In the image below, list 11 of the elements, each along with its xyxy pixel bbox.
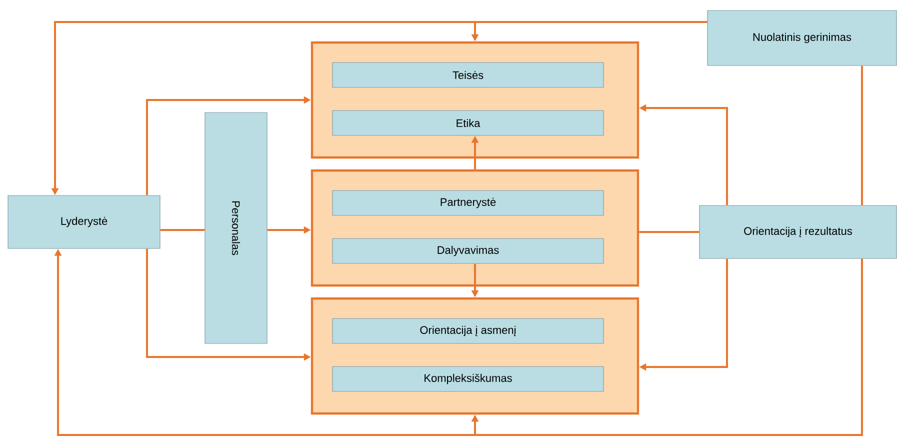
label-box: Partnerystė xyxy=(332,190,604,216)
label-box: Personalas xyxy=(204,112,268,344)
label-box: Dalyvavimas xyxy=(332,238,604,264)
label-box: Kompleksiškumas xyxy=(332,366,604,392)
arrow xyxy=(471,258,863,436)
label-box: Lyderystė xyxy=(8,195,160,249)
label-box: Etika xyxy=(332,110,604,136)
label-box: Teisės xyxy=(332,62,604,88)
label-box: Orientacija į rezultatus xyxy=(699,205,897,259)
label-box: Orientacija į asmenį xyxy=(332,318,604,344)
label-box: Nuolatinis gerinimas xyxy=(707,10,897,66)
